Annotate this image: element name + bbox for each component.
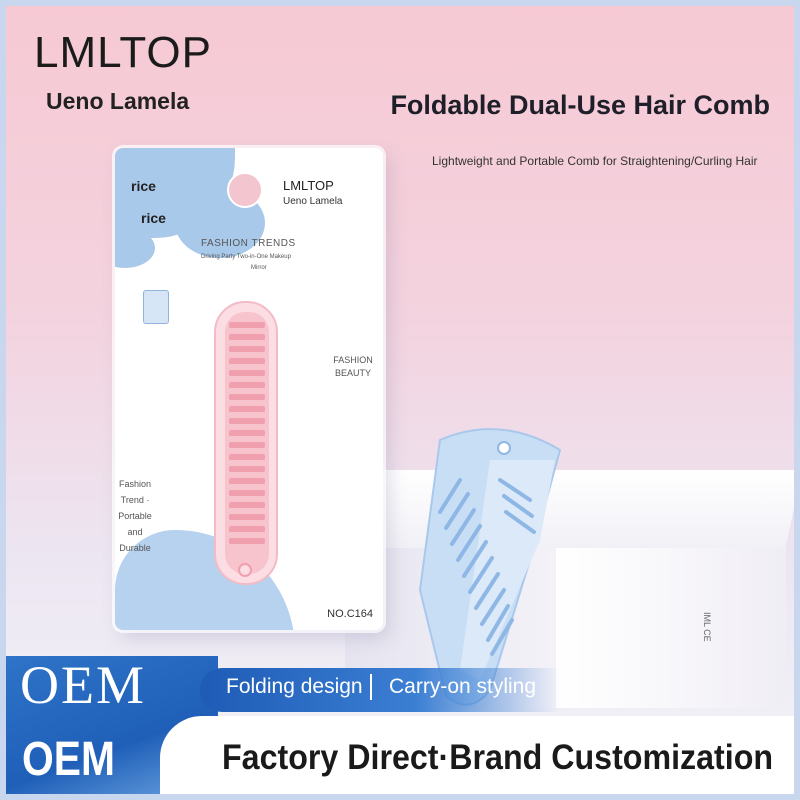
oem-label: OEM [20, 655, 146, 715]
card-left-text: Fashion Trend · Portable and Durable [118, 479, 152, 553]
card-side-text: FASHION BEAUTY [333, 355, 373, 378]
product-headline: Foldable Dual-Use Hair Comb [390, 90, 770, 120]
tagline: Factory Direct·Brand Customization [222, 738, 774, 777]
feature-carry-on: Carry-on styling [389, 675, 537, 698]
card-sub-brand: Ueno Lamela [283, 196, 343, 207]
sub-brand-text: Ueno Lamela [46, 88, 190, 114]
mirror-icon [143, 290, 169, 324]
box-print-text: IML CE [702, 612, 712, 642]
feature-strip [200, 668, 560, 712]
pink-comb-illustration [214, 301, 278, 585]
hang-hole [227, 172, 263, 208]
card-brand: LMLTOP [283, 178, 334, 193]
product-subline: Lightweight and Portable Comb for Straig… [432, 154, 758, 168]
brand-logo-text: LMLTOP [34, 28, 212, 77]
feature-folding: Folding design [226, 675, 363, 698]
card-rice-text: rice [131, 178, 156, 194]
model-number: NO.C164 [327, 608, 373, 620]
card-tiny-text: Mirror [251, 265, 267, 271]
oem-label: OEM [22, 733, 115, 786]
card-trends-text: FASHION TRENDS [201, 238, 296, 249]
blister-card: rice rice LMLTOP Ueno Lamela FASHION TRE… [115, 148, 383, 630]
card-rice-text: rice [141, 210, 166, 226]
card-tiny-text: Driving Party Two-in-One Makeup [201, 254, 291, 260]
blue-comb-illustration [418, 428, 562, 706]
box-front-face [556, 548, 786, 708]
tagline-background [160, 716, 800, 800]
feature-divider [370, 674, 372, 700]
